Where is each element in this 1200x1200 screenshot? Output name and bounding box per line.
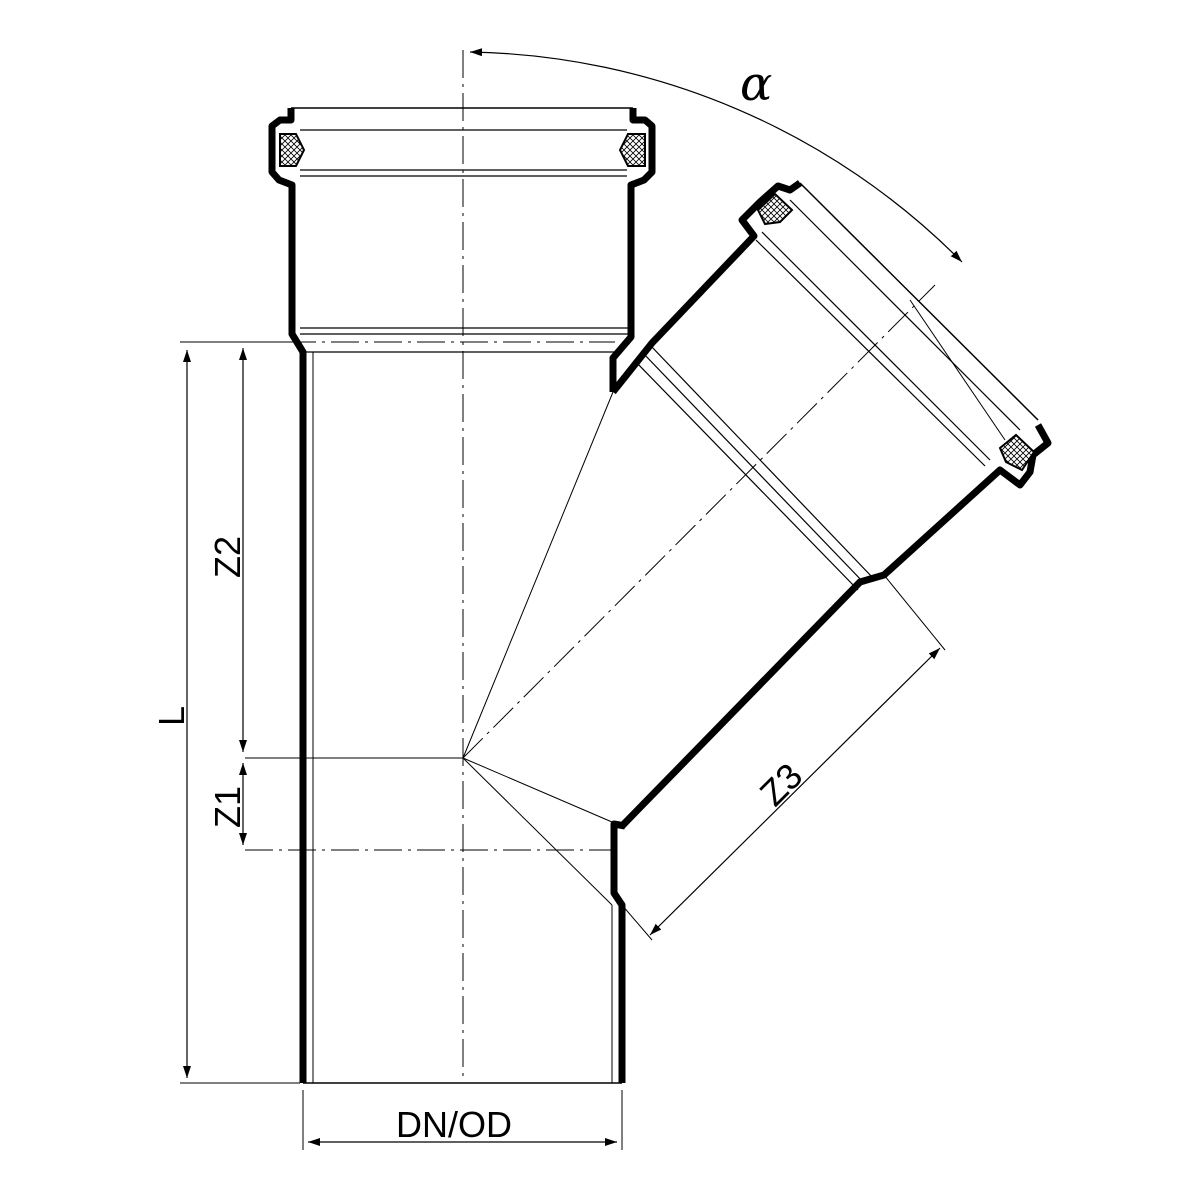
z3-label: Z3: [752, 755, 811, 814]
length-label: L: [151, 706, 192, 726]
dim-arc-alpha: [469, 48, 963, 263]
seal-left: [279, 133, 306, 167]
z2-label: Z2: [207, 536, 248, 578]
seal-branch-lower: [998, 433, 1036, 472]
main-pipe-right-wall-lower: [610, 820, 626, 1083]
angle-label: α: [740, 56, 772, 112]
dim-line-Z3: [649, 647, 941, 936]
branch-pipe: [610, 180, 1052, 829]
diameter-label: DN/OD: [396, 1104, 512, 1145]
branch-axis: [462, 284, 936, 759]
branch-lower-wall: [619, 423, 1052, 829]
z1-label: Z1: [207, 786, 248, 828]
dimensions: [183, 48, 963, 1146]
center-lines: [245, 50, 936, 1080]
main-pipe-left-wall: [268, 108, 307, 1083]
main-pipe: [268, 107, 656, 1084]
seal-right: [618, 133, 646, 167]
construction-lines: [180, 299, 1006, 1150]
branch-socket-seals: [756, 192, 1036, 472]
